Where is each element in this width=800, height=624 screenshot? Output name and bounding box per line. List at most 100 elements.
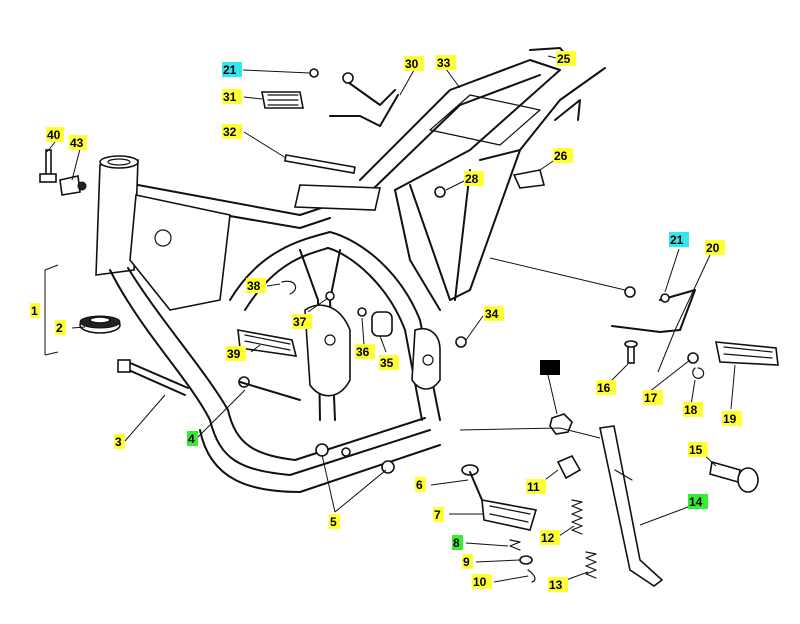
callout-33-label: 34 [485,307,499,321]
part-12-spring [571,499,583,535]
callout-11-label: 11 [527,480,540,494]
callout-21-top: 21 [222,62,242,77]
callout-21-right-highlight [669,232,689,247]
callout-13-label: 13 [549,578,563,592]
callout-5-highlight [329,514,340,529]
callout-1: 1 [30,303,40,318]
callout-25-label: 25 [557,52,571,66]
part-28-nut [434,186,446,198]
callout-6-highlight [415,477,426,492]
part-39-bolt [39,149,57,183]
callout-40-highlight [69,135,87,150]
callout-39-label: 40 [47,128,61,142]
callout-43 [540,360,560,375]
callout-21-top-highlight [222,62,242,77]
callout-5-label: 5 [330,515,337,529]
callout-15: 15 [688,442,708,457]
part-2-bearing [79,315,121,334]
part-15-bolt [709,460,759,493]
callout-1-label: 1 [31,304,38,318]
callout-33-highlight [484,306,504,321]
callout-30-label: 31 [223,90,237,104]
callout-35-label: 36 [356,345,370,359]
callout-38-highlight [226,346,246,361]
callout-15-label: 15 [689,443,703,457]
callout-14: 14 [688,494,708,509]
callout-32: 33 [436,55,456,70]
callout-26: 26 [553,148,573,163]
callout-29: 30 [404,56,424,71]
callout-8-label: 8 [453,536,460,550]
part-13-spring [585,551,597,579]
callout-26-highlight [553,148,573,163]
leader-lines [44,55,736,583]
callout-3-highlight [114,434,125,449]
callout-8: 8 [452,535,463,550]
callout-31-label: 32 [223,125,237,139]
callout-4: 4 [187,431,198,446]
callout-16: 16 [596,380,616,395]
part-14-sidestand [599,425,664,587]
callout-36-highlight [292,314,312,329]
part-8-spring [509,539,521,551]
callout-20-label: 20 [706,241,720,255]
callout-38: 39 [226,346,246,361]
callout-7-label: 7 [434,508,441,522]
callout-25: 25 [556,51,576,66]
callout-30: 31 [222,89,242,104]
callout-40: 43 [69,135,87,150]
part-18-clip [692,367,705,379]
callout-11-highlight [526,479,546,494]
callout-39-highlight [46,127,64,142]
callout-31-highlight [222,124,242,139]
callout-43-highlight [540,360,560,375]
callout-14-highlight [688,494,708,509]
callout-37-label: 38 [247,279,261,293]
callout-17-highlight [643,390,663,405]
callout-18-highlight [683,402,703,417]
callout-8-highlight [452,535,463,550]
part-37-clip [281,280,297,295]
callout-1-highlight [30,303,40,318]
main-frame [95,59,606,493]
callout-28-highlight [464,171,484,186]
callout-29-highlight [404,56,424,71]
callout-9-label: 9 [463,555,470,569]
callout-13: 13 [548,577,568,592]
callout-7: 7 [433,507,444,522]
part-9-washer [519,555,533,565]
callout-labels: 40 43 1 2 3 4 5 21 31 32 30 33 25 26 28 … [30,51,742,592]
part-17-washer [687,352,699,364]
callout-14-label: 14 [689,495,703,509]
callout-15-highlight [688,442,708,457]
callout-26-label: 26 [554,149,568,163]
callout-17-label: 17 [644,391,658,405]
callout-7-highlight [433,507,444,522]
callout-18: 18 [683,402,703,417]
callout-3-label: 3 [115,435,122,449]
callout-29-label: 30 [405,57,419,71]
callout-21-right-label: 21 [670,233,684,247]
callout-20: 20 [705,240,725,255]
callout-40-label: 43 [70,136,84,150]
callout-16-label: 16 [597,381,611,395]
callout-20-highlight [705,240,725,255]
part-19-footpeg [715,341,779,366]
callout-21-right: 21 [669,232,689,247]
part-31-pin [284,154,356,174]
callout-6-label: 6 [416,478,423,492]
callout-38-label: 39 [227,347,241,361]
part-6-pin [461,464,483,501]
callout-2: 2 [55,320,66,335]
part-11-bracket [556,454,582,480]
callout-6: 6 [415,477,426,492]
callout-12: 12 [540,530,560,545]
part-16-pin [624,340,638,364]
callout-10-label: 10 [473,575,487,589]
callout-37-highlight [246,278,266,293]
callout-33: 34 [484,306,504,321]
callout-31: 32 [222,124,242,139]
callout-37: 38 [246,278,266,293]
callout-4-highlight [187,431,198,446]
callout-34-label: 35 [380,356,394,370]
